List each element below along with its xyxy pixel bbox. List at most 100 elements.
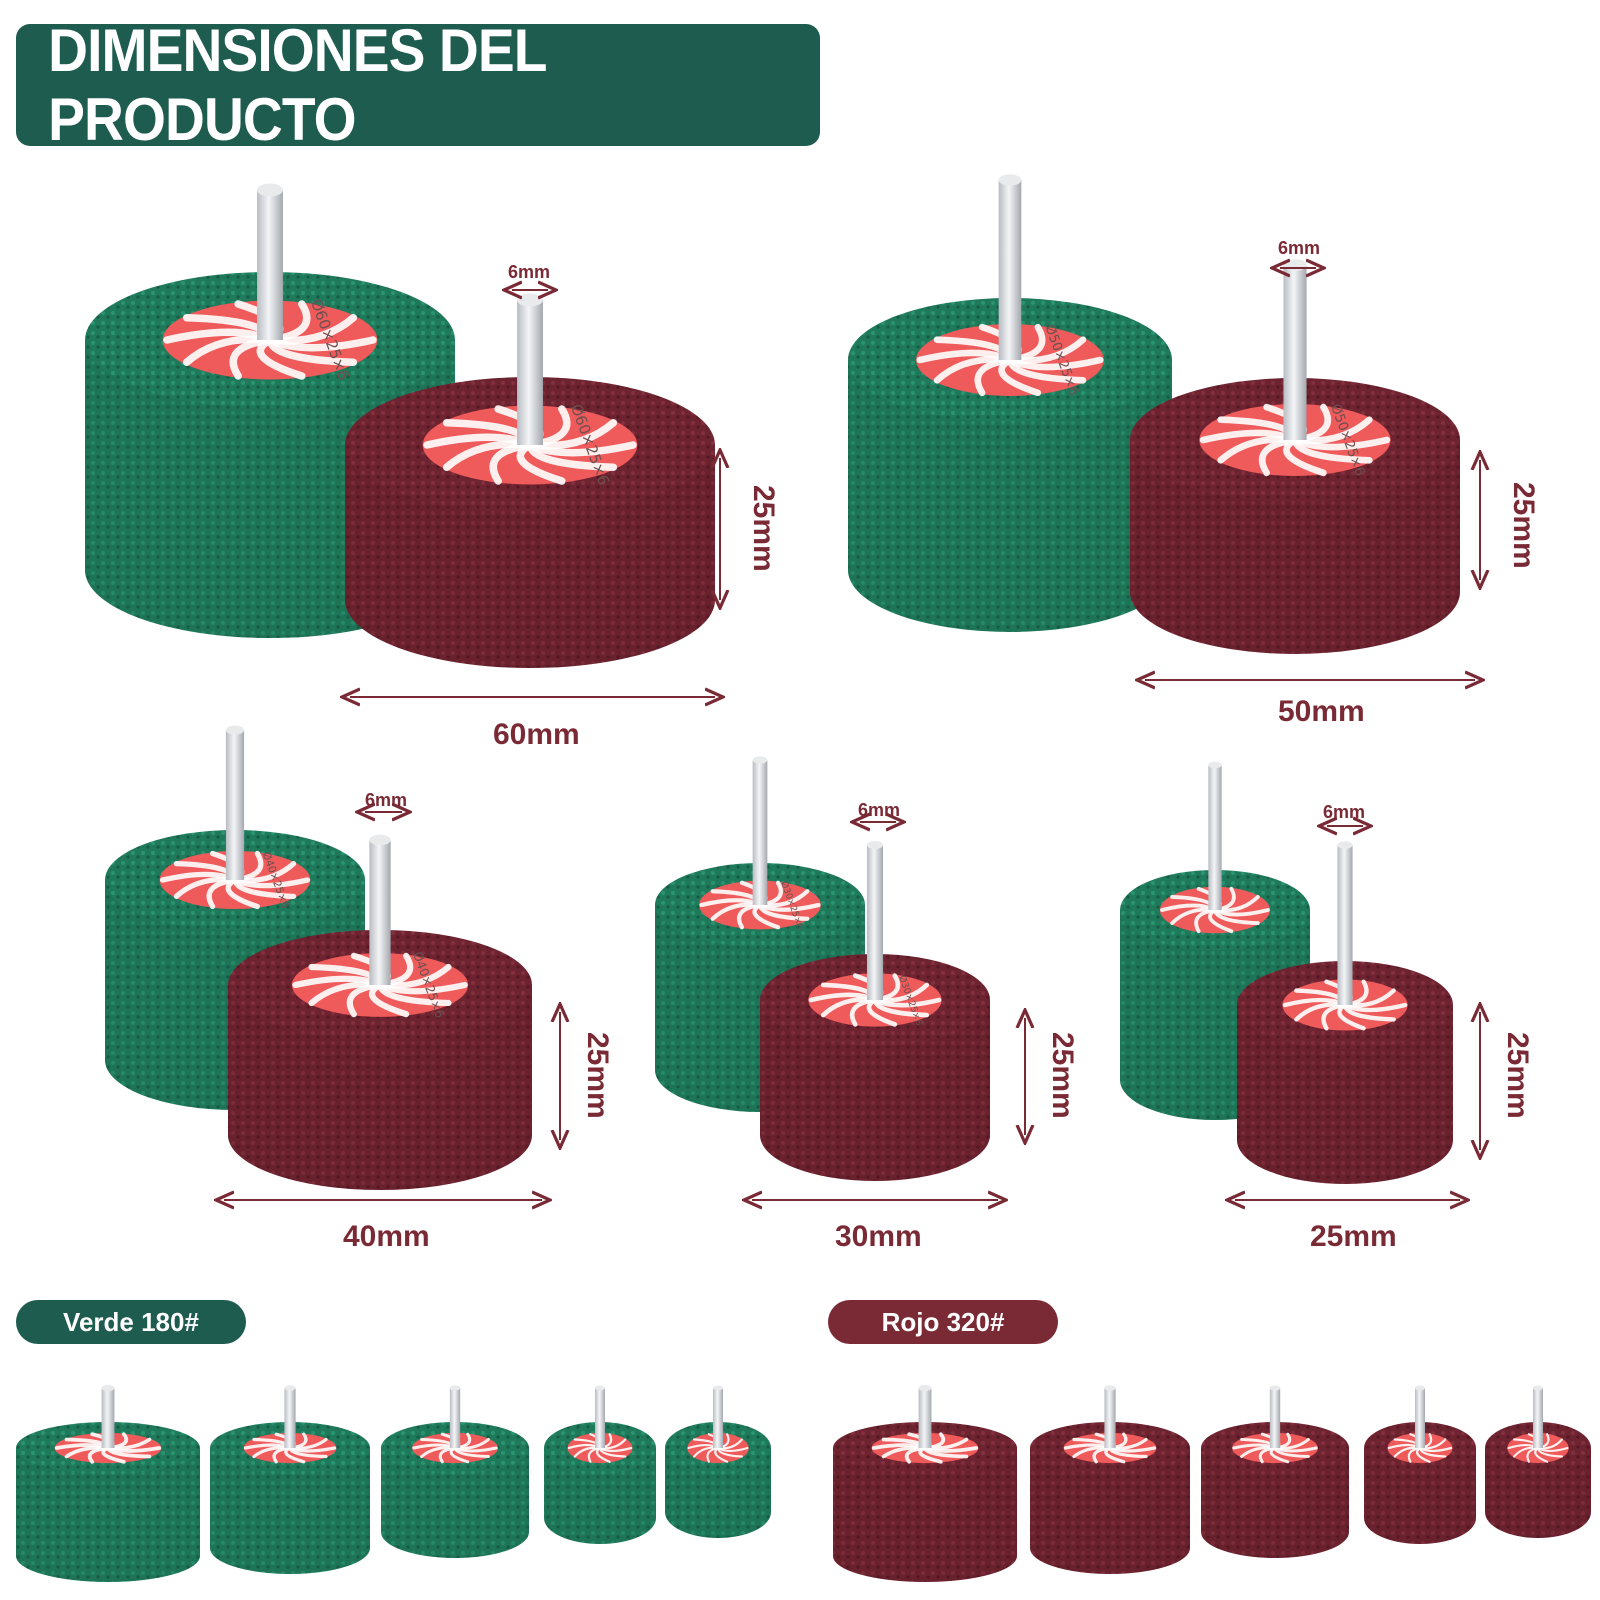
row-green-wheel-1-swirl [106, 1437, 152, 1451]
row-green-wheel-4 [544, 1385, 656, 1544]
wheel-green-60-shank [257, 190, 283, 340]
row-red-wheel-2-shank [1104, 1388, 1116, 1448]
row-red-wheel-5-swirl [1536, 1438, 1563, 1450]
row-green-wheel-3-body [381, 1448, 529, 1558]
wheel-red-40: Ø40×25×6 [228, 834, 532, 1190]
wheel-green-60-swirl [266, 313, 358, 345]
wheel-green-25-shank [1208, 765, 1222, 910]
wheel-red-30-shade [760, 1000, 990, 1181]
diameter-label-40: 40mm [343, 1220, 430, 1253]
wheel-green-50-body [848, 360, 1172, 632]
row-red-wheel-1-swirl [923, 1437, 969, 1451]
wheel-green-50-shank-tip [998, 174, 1022, 186]
wheel-red-30-body [760, 1000, 990, 1181]
diameter-label-60: 60mm [493, 718, 580, 751]
wheel-green-50-shade [848, 360, 1172, 632]
row-green-wheel-4-swirl [598, 1438, 627, 1450]
row-red-wheel-4 [1364, 1385, 1476, 1544]
row-green-wheel-2-shank [284, 1388, 296, 1448]
wheel-red-60-shank-tip [517, 293, 543, 307]
title-banner: DIMENSIONES DEL PRODUCTO [16, 17, 820, 153]
wheel-green-50-shank [998, 180, 1022, 360]
wheel-red-40-body [228, 985, 532, 1190]
red-grit-badge: Rojo 320# [828, 1300, 1058, 1344]
row-red-wheel-3 [1201, 1385, 1349, 1558]
row-green-wheel-3-shade [381, 1448, 529, 1558]
shank-label-30: 6mm [858, 800, 901, 820]
row-green-wheel-5-swirl [716, 1438, 743, 1450]
wheel-red-60-swirl [526, 418, 618, 450]
row-red-wheel-4-body [1364, 1448, 1476, 1544]
diameter-label-25: 25mm [1310, 1220, 1397, 1253]
row-green-wheel-5 [665, 1385, 771, 1538]
row-green-wheel-1-shade [16, 1448, 200, 1582]
diameter-label-30: 30mm [835, 1220, 922, 1253]
row-green-wheel-5-swirl [716, 1446, 743, 1458]
row-red-wheel-4-shank [1415, 1388, 1425, 1448]
row-green-wheel-4-swirl [598, 1446, 627, 1458]
wheel-green-30-swirl [757, 889, 810, 908]
wheel-red-25 [1237, 841, 1453, 1184]
row-red-wheel-3-shank [1269, 1388, 1281, 1448]
row-red-wheel-2-body [1030, 1448, 1190, 1574]
row-red-wheel-2-shank-tip [1104, 1385, 1116, 1391]
row-green-wheel-2-body [210, 1448, 370, 1574]
wheel-green-30-shank [752, 760, 768, 905]
wheel-red-40-shank [369, 840, 391, 985]
row-red-wheel-1-shank-tip [918, 1384, 932, 1392]
wheel-red-25-swirl [1342, 988, 1396, 1008]
wheel-red-30-swirl [872, 982, 930, 1003]
shank-label-60: 6mm [508, 262, 551, 282]
row-red-wheel-4-shade [1364, 1448, 1476, 1544]
row-green-wheel-1-body [16, 1448, 200, 1582]
row-green-wheel-1-shank [101, 1388, 115, 1448]
row-red-wheel-3-body [1201, 1448, 1349, 1558]
wheel-green-25-shank-tip [1208, 761, 1222, 769]
wheel-green-60-shank-tip [257, 183, 283, 197]
row-green-wheel-1 [16, 1384, 200, 1582]
wheel-green-40-swirl [232, 860, 297, 884]
row-green-wheel-1-shank-tip [101, 1384, 115, 1392]
row-green-wheel-4-shank [595, 1388, 605, 1448]
row-green-wheel-3-swirl [453, 1437, 490, 1450]
green-grit-badge: Verde 180# [16, 1300, 246, 1344]
wheel-red-30-shank [866, 845, 884, 1000]
wheel-red-50-swirl [1291, 416, 1373, 445]
wheel-red-50-shank-tip [1283, 259, 1307, 271]
wheel-red-30-shank-tip [866, 840, 884, 850]
row-green-wheel-2 [210, 1385, 370, 1574]
row-green-wheel-4-shade [544, 1448, 656, 1544]
wheel-green-60: Ø60×25×6 [85, 183, 455, 638]
wheel-red-30: Ø30×25×6 [760, 840, 990, 1181]
row-green-wheel-2-shade [210, 1448, 370, 1574]
wheel-green-50-swirl [1006, 356, 1087, 384]
row-red-wheel-3-shade [1201, 1448, 1349, 1558]
row-green-wheel-5-shank [713, 1388, 723, 1448]
row-red-wheel-4-swirl [1418, 1438, 1447, 1450]
row-red-wheel-5-swirl [1536, 1446, 1563, 1458]
row-green-wheel-2-swirl [288, 1437, 328, 1450]
shank-label-25: 6mm [1323, 802, 1366, 822]
row-green-wheel-2-shank-tip [284, 1385, 296, 1391]
wheel-green-50-swirl [1006, 336, 1087, 364]
row-red-wheel-5-shank-tip [1533, 1385, 1543, 1391]
row-red-wheel-2 [1030, 1385, 1190, 1574]
wheel-red-40-swirl [376, 963, 452, 989]
wheel-green-50: Ø50×25×6 [848, 174, 1172, 632]
page-title: DIMENSIONES DEL PRODUCTO [48, 17, 546, 153]
row-red-wheel-1-shade [833, 1448, 1017, 1582]
wheel-green-40-shank-tip [225, 725, 245, 735]
diameter-label-50: 50mm [1278, 695, 1365, 728]
wheel-red-25-shank-tip [1337, 841, 1353, 849]
green-grit-label: Verde 180# [63, 1306, 199, 1337]
wheel-red-25-body [1237, 1005, 1453, 1184]
row-green-wheel-3 [381, 1385, 529, 1558]
height-label-60: 25mm [747, 485, 780, 572]
height-label-40: 25mm [581, 1032, 614, 1119]
height-label-50: 25mm [1507, 482, 1540, 569]
row-red-wheel-4-shank-tip [1415, 1385, 1425, 1391]
wheel-red-25-shade [1237, 1005, 1453, 1184]
wheel-red-25-shank [1337, 845, 1353, 1005]
height-label-30: 25mm [1046, 1032, 1079, 1119]
